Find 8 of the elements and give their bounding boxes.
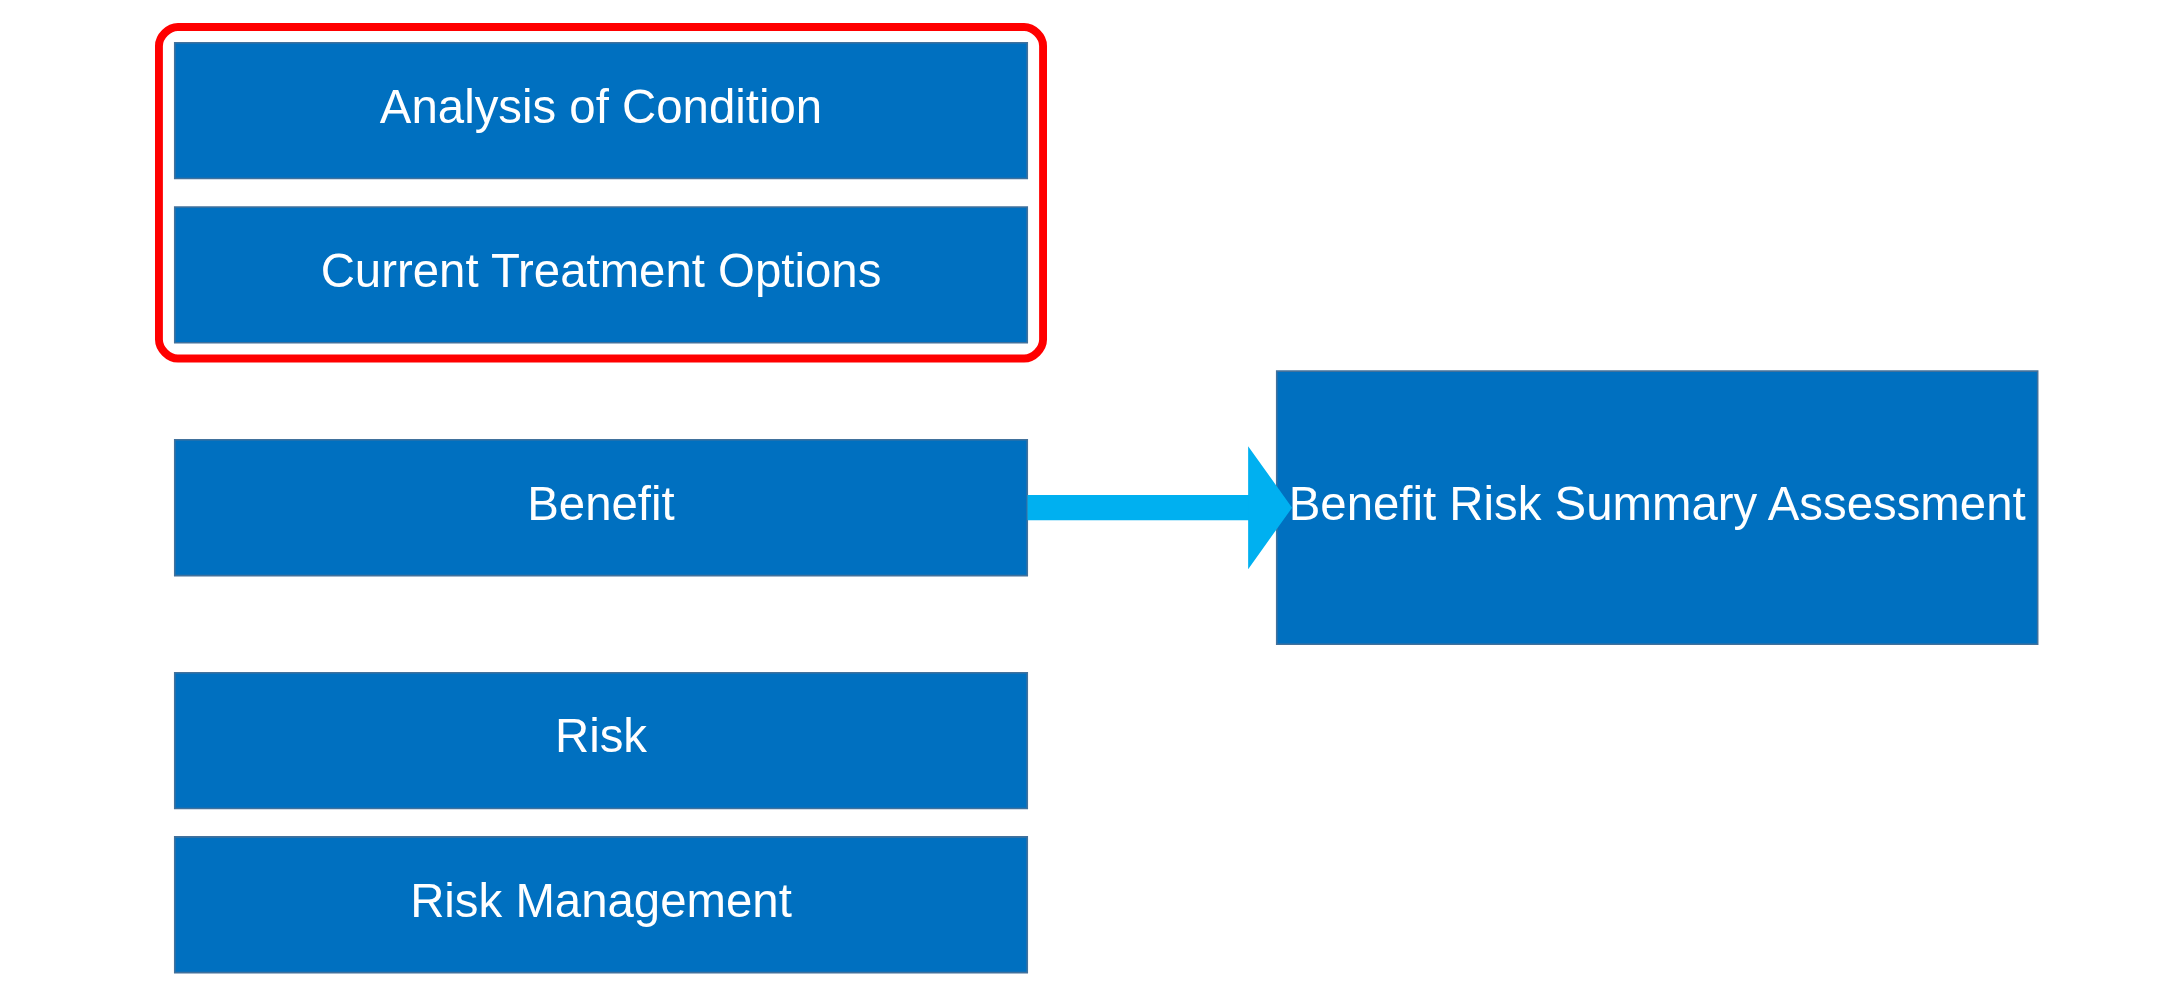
node-box: Risk Management [173,836,1028,974]
node-box: Benefit Risk Summary Assessment [1275,370,2038,646]
node-box: Current Treatment Options [173,206,1028,344]
arrow [1027,446,1292,570]
cluster [154,23,1047,363]
node-box: Risk [173,671,1028,810]
node-box: Analysis of Condition [173,41,1028,180]
node-box: Benefit [173,439,1028,577]
